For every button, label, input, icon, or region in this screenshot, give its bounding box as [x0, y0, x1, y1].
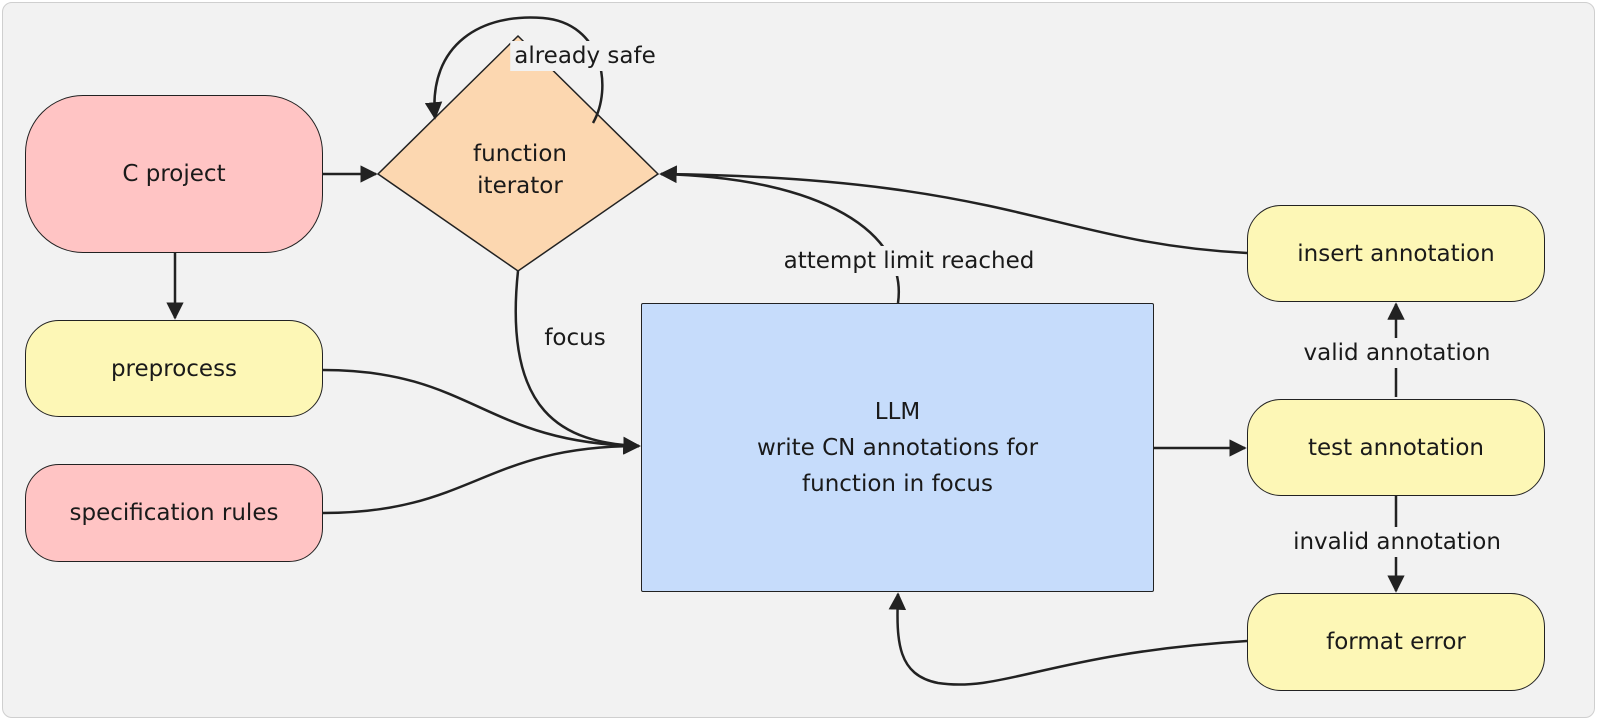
edge-label-valid: valid annotation — [1299, 338, 1495, 368]
edge-preprocess-llm — [322, 368, 641, 455]
edge-format-error-llm — [888, 592, 1248, 686]
node-insert-annotation[interactable]: insert annotation — [1247, 205, 1545, 302]
node-format-error[interactable]: format error — [1247, 593, 1545, 691]
edge-focus — [514, 270, 641, 455]
node-preprocess[interactable]: preprocess — [25, 320, 323, 417]
edge-label-attempt-limit: attempt limit reached — [779, 246, 1039, 276]
edge-label-invalid: invalid annotation — [1289, 527, 1505, 557]
edge-insert-iterator — [659, 165, 1248, 255]
edge-already-safe — [424, 16, 604, 124]
node-test-annotation-label: test annotation — [1308, 434, 1484, 461]
node-insert-annotation-label: insert annotation — [1297, 240, 1495, 267]
node-specification-rules[interactable]: specification rules — [25, 464, 323, 562]
node-llm[interactable]: LLM write CN annotations for function in… — [641, 303, 1154, 592]
function-iterator-line2: iterator — [477, 173, 563, 199]
node-specification-rules-label: specification rules — [69, 500, 279, 526]
edge-specrules-llm — [322, 437, 641, 515]
node-c-project-label: C project — [122, 161, 226, 187]
node-format-error-label: format error — [1326, 629, 1466, 655]
llm-line1: LLM — [874, 398, 921, 425]
llm-line3: function in focus — [802, 470, 993, 497]
llm-line2: write CN annotations for — [756, 434, 1039, 461]
edge-label-focus: focus — [540, 323, 610, 353]
node-preprocess-label: preprocess — [110, 355, 238, 382]
edge-label-already-safe: already safe — [510, 41, 660, 71]
edge-attempt-limit — [659, 165, 901, 304]
function-iterator-label: function iterator — [420, 138, 620, 202]
node-c-project[interactable]: C project — [25, 95, 323, 253]
function-iterator-line1: function — [473, 141, 567, 167]
node-test-annotation[interactable]: test annotation — [1247, 399, 1545, 496]
